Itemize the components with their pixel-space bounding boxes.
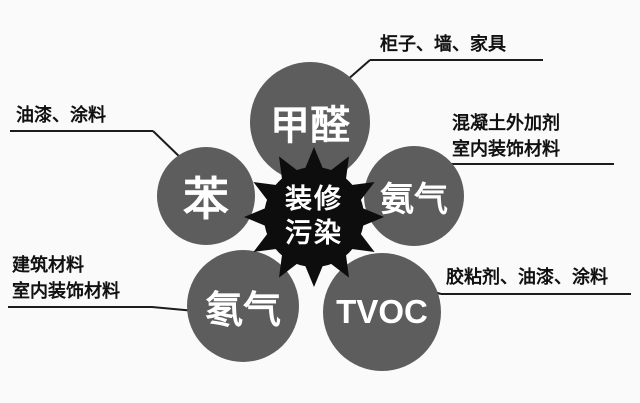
node-radon-label: 氡气	[204, 289, 281, 332]
node-formaldehyde-label: 甲醛	[270, 104, 350, 148]
node-tvoc-label: TVOC	[336, 293, 428, 330]
annotation-cabinet-wall-furniture: 柜子、墙、家具	[380, 31, 506, 57]
annotation-cabinet-line1: 柜子、墙、家具	[380, 34, 506, 54]
annotation-building-line2: 室内装饰材料	[12, 281, 120, 301]
annotation-building-line1: 建筑材料	[12, 255, 84, 275]
node-ammonia: 氨气	[364, 146, 464, 246]
annotation-concrete-line2: 室内装饰材料	[452, 139, 560, 159]
annotation-paint-coating: 油漆、涂料	[16, 102, 106, 128]
annotation-paint-line1: 油漆、涂料	[16, 105, 106, 125]
annotation-concrete-admixture: 混凝土外加剂 室内装饰材料	[452, 110, 560, 162]
annotation-concrete-line1: 混凝土外加剂	[452, 113, 560, 133]
center-label-line2: 污染	[285, 218, 343, 248]
node-benzene: 苯	[157, 147, 255, 245]
node-formaldehyde: 甲醛	[250, 62, 370, 182]
center-label: 装修 污染	[264, 182, 364, 250]
node-tvoc: TVOC	[323, 253, 441, 371]
node-ammonia-label: 氨气	[380, 180, 448, 219]
annotation-adhesive-paint-coating: 胶粘剂、油漆、涂料	[446, 264, 608, 290]
center-label-line1: 装修	[285, 184, 343, 214]
annotation-building-materials: 建筑材料 室内装饰材料	[12, 252, 120, 304]
node-benzene-label: 苯	[183, 173, 229, 225]
node-radon: 氡气	[187, 250, 299, 362]
annotation-adhesive-line1: 胶粘剂、油漆、涂料	[446, 267, 608, 287]
